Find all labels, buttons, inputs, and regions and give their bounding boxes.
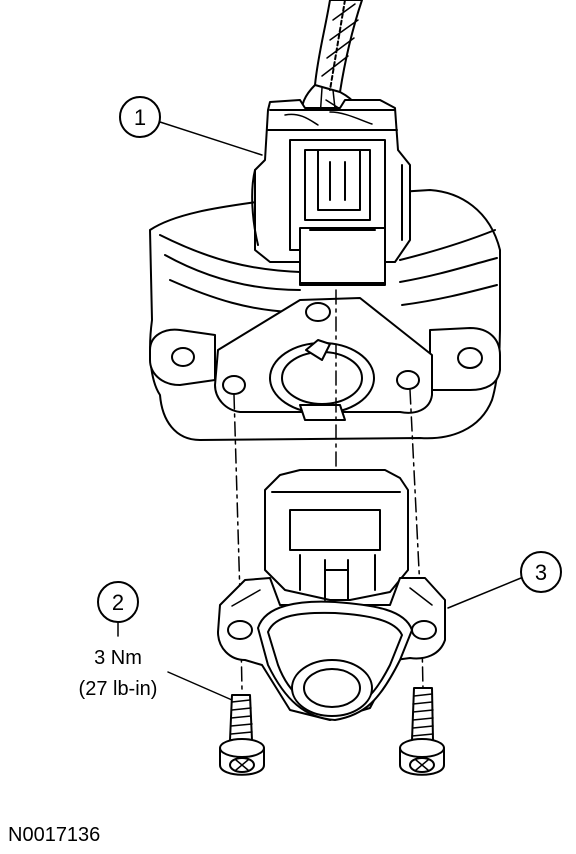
mounting-flange xyxy=(214,297,433,421)
electrical-connector xyxy=(251,99,411,286)
bolt-left xyxy=(219,694,265,776)
torque-metric: 3 Nm xyxy=(94,647,142,669)
callout-3-number: 3 xyxy=(535,560,547,585)
torque-imperial: (27 lb-in) xyxy=(79,678,158,700)
callout-1-number: 1 xyxy=(134,105,146,130)
callout-2-number: 2 xyxy=(112,590,124,615)
callout-2: 2 3 Nm (27 lb-in) xyxy=(79,581,233,701)
sensor xyxy=(217,469,446,721)
bolt-right xyxy=(399,687,445,776)
callout-1: 1 xyxy=(119,96,263,156)
callout-3: 3 xyxy=(447,551,562,609)
figure-id: N0017136 xyxy=(8,824,101,846)
